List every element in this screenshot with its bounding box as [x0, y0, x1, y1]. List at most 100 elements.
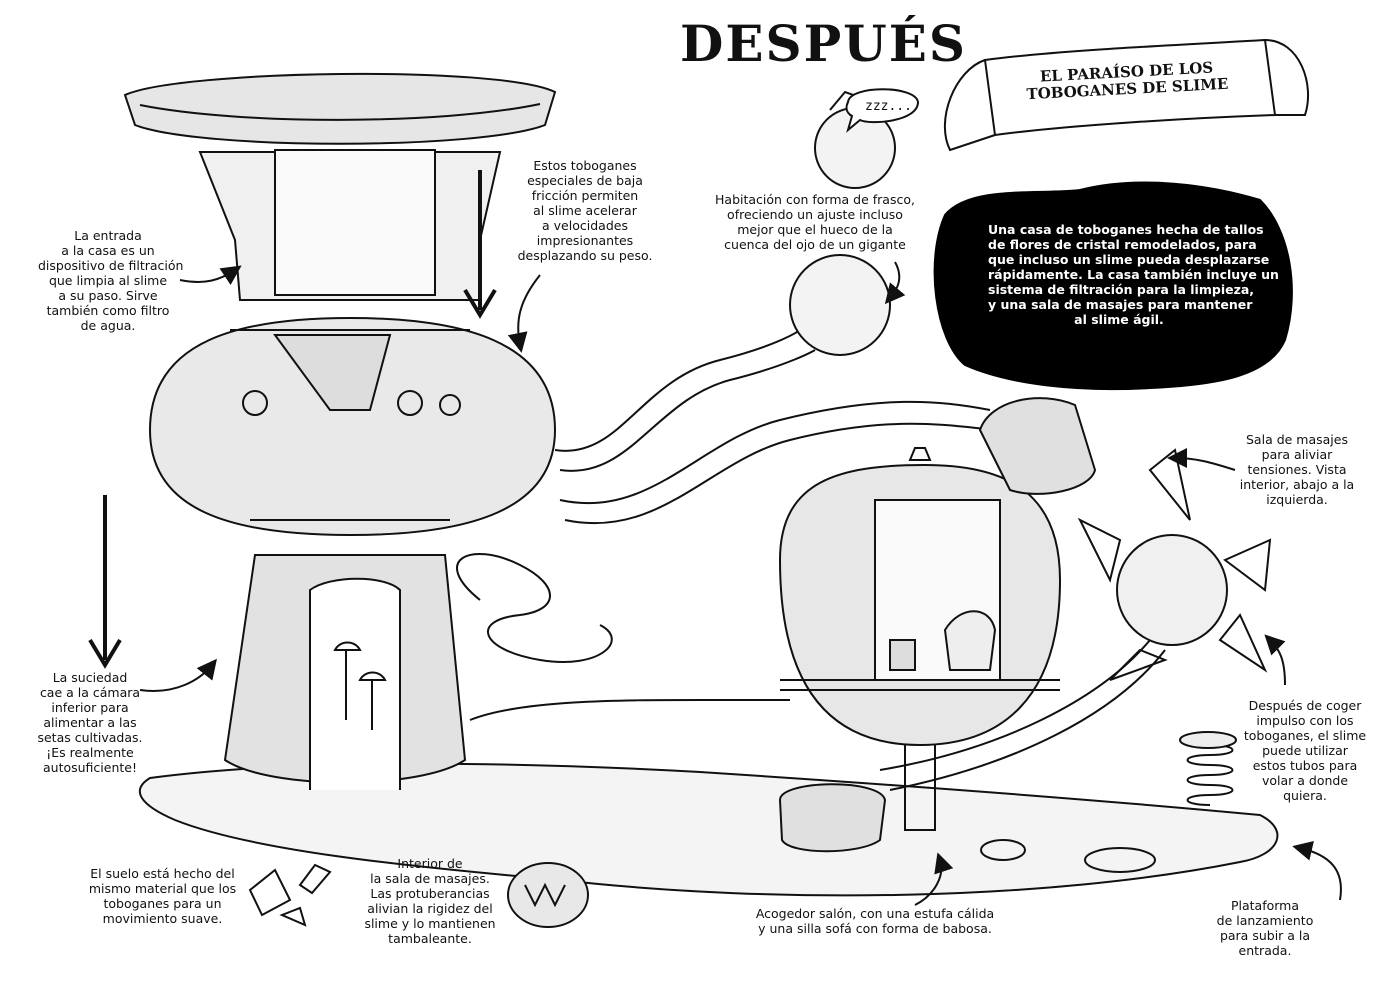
description-line: que incluso un slime pueda desplazarse — [988, 252, 1270, 267]
arrow-living — [914, 852, 954, 906]
description-line: al slime ágil. — [1074, 312, 1164, 327]
annotation-line: Plataforma — [1230, 898, 1300, 913]
annotation-line: tensiones. Vista — [1247, 462, 1347, 477]
annotation-line: Estos toboganes — [533, 158, 637, 173]
annotation-line: Después de coger — [1248, 698, 1362, 713]
annotation-line: impresionantes — [536, 233, 634, 248]
barrel-floor — [778, 783, 887, 853]
annotation-line: especiales de baja — [527, 173, 643, 188]
annotation-launch-platform: Plataforma de lanzamiento para subir a l… — [1200, 898, 1330, 958]
arrow-big-left — [463, 170, 497, 319]
annotation-line: mejor que el hueco de la — [737, 222, 893, 237]
annotation-line: setas cultivadas. — [37, 730, 143, 745]
arrow-flask — [884, 261, 906, 305]
annotation-line: a velocidades — [542, 218, 628, 233]
annotation-tubes: Después de coger impulso con los tobogan… — [1240, 698, 1370, 803]
annotation-line: toboganes, el slime — [1243, 728, 1367, 743]
description-text: Una casa de toboganes hecha de tallos de… — [988, 222, 1279, 327]
arrow-tubes — [1264, 634, 1286, 686]
annotation-line: para aliviar — [1261, 447, 1333, 462]
coil-tube — [456, 552, 613, 663]
annotation-line: ofreciendo un ajuste incluso — [727, 207, 903, 222]
annotation-line: autosuficiente! — [42, 760, 137, 775]
glass-shard — [248, 863, 332, 927]
annotation-line: fricción permiten — [531, 188, 639, 203]
annotation-line: Acogedor salón, con una estufa cálida — [755, 906, 995, 921]
annotation-line: movimiento suave. — [102, 911, 223, 926]
annotation-floor: El suelo está hecho del mismo material q… — [75, 866, 250, 926]
annotation-line: impulso con los — [1256, 713, 1354, 728]
annotation-line: a la casa es un — [61, 243, 155, 258]
arrow-launch — [1292, 840, 1342, 901]
annotation-line: cae a la cámara — [39, 685, 141, 700]
speech-bubble-text: zzz... — [865, 99, 912, 114]
annotation-massage-interior: Interior de la sala de masajes. Las prot… — [355, 856, 505, 946]
annotation-line: desplazando su peso. — [517, 248, 653, 263]
annotation-line: también como filtro — [46, 303, 170, 318]
annotation-dirt: La suciedad cae a la cámara inferior par… — [30, 670, 150, 775]
arrow-massage — [1167, 448, 1236, 471]
tube-rail — [879, 639, 1151, 771]
barrel-top — [978, 397, 1097, 495]
annotation-line: al slime acelerar — [533, 203, 637, 218]
annotation-line: Sala de masajes — [1246, 432, 1348, 447]
slide-tube-2 — [559, 400, 991, 505]
annotation-line: inferior para — [51, 700, 129, 715]
annotation-line: quiera. — [1283, 788, 1327, 803]
description-cloud — [933, 181, 1293, 391]
annotation-massage-room: Sala de masajes para aliviar tensiones. … — [1232, 432, 1362, 507]
annotation-line: La suciedad — [52, 670, 128, 685]
annotation-line: La entrada — [74, 228, 142, 243]
description-line: Una casa de toboganes hecha de tallos — [988, 222, 1264, 237]
annotation-line: y una silla sofá con forma de babosa. — [758, 921, 992, 936]
annotation-line: la sala de masajes. — [370, 871, 490, 886]
annotation-line: slime y lo mantienen — [364, 916, 496, 931]
description-line: sistema de filtración para la limpieza, — [988, 282, 1255, 297]
massage-room — [1116, 534, 1228, 646]
upper-chamber — [148, 316, 557, 537]
annotation-line: Habitación con forma de frasco, — [715, 192, 915, 207]
annotation-line: mismo material que los — [88, 881, 237, 896]
annotation-line: volar a donde — [1261, 773, 1349, 788]
description-line: rápidamente. La casa también incluye un — [988, 267, 1279, 282]
annotation-line: entrada. — [1238, 943, 1292, 958]
annotation-line: cuenca del ojo de un gigante — [724, 237, 906, 252]
annotation-line: Interior de — [397, 856, 463, 871]
annotation-flask-room: Habitación con forma de frasco, ofrecien… — [710, 192, 920, 252]
annotation-line: estos tubos para — [1252, 758, 1358, 773]
floor-platform — [138, 762, 1279, 897]
annotation-line: El suelo está hecho del — [90, 866, 235, 881]
annotation-line: tambaleante. — [388, 931, 472, 946]
speech-bubble — [845, 88, 920, 133]
description-line: y una sala de masajes para mantener — [988, 297, 1253, 312]
description-line: de flores de cristal remodelados, para — [988, 237, 1257, 252]
annotation-line: Las protuberancias — [370, 886, 490, 901]
arrow-slides — [507, 274, 541, 353]
annotation-line: interior, abajo a la — [1239, 477, 1355, 492]
spring — [1186, 744, 1234, 806]
arrow-big-down-left — [88, 495, 122, 669]
slide-tube-1 — [554, 329, 801, 452]
annotation-line: para subir a la — [1219, 928, 1311, 943]
annotation-line: de agua. — [80, 318, 136, 333]
annotation-entrance: La entrada a la casa es un dispositivo d… — [38, 228, 184, 333]
top-tray — [123, 72, 557, 145]
annotation-line: que limpia al slime — [48, 273, 168, 288]
massage-interior-capsule — [507, 862, 589, 928]
annotation-living-room: Acogedor salón, con una estufa cálida y … — [730, 906, 1020, 936]
annotation-line: de lanzamiento — [1216, 913, 1314, 928]
annotation-line: ¡Es realmente — [46, 745, 134, 760]
annotation-line: toboganes para un — [103, 896, 222, 911]
page-title: DESPUÉS — [680, 14, 967, 73]
flask-room — [789, 254, 891, 356]
annotation-line: a su paso. Sirve — [58, 288, 158, 303]
annotation-line: alimentar a las — [43, 715, 137, 730]
annotation-line: izquierda. — [1266, 492, 1328, 507]
arrow-entrance — [179, 265, 242, 285]
annotation-line: puede utilizar — [1262, 743, 1348, 758]
annotation-line: dispositivo de filtración — [38, 258, 184, 273]
annotation-slides: Estos toboganes especiales de baja fricc… — [510, 158, 660, 263]
annotation-line: alivian la rigidez del — [367, 901, 493, 916]
arrow-dirt — [139, 658, 218, 692]
